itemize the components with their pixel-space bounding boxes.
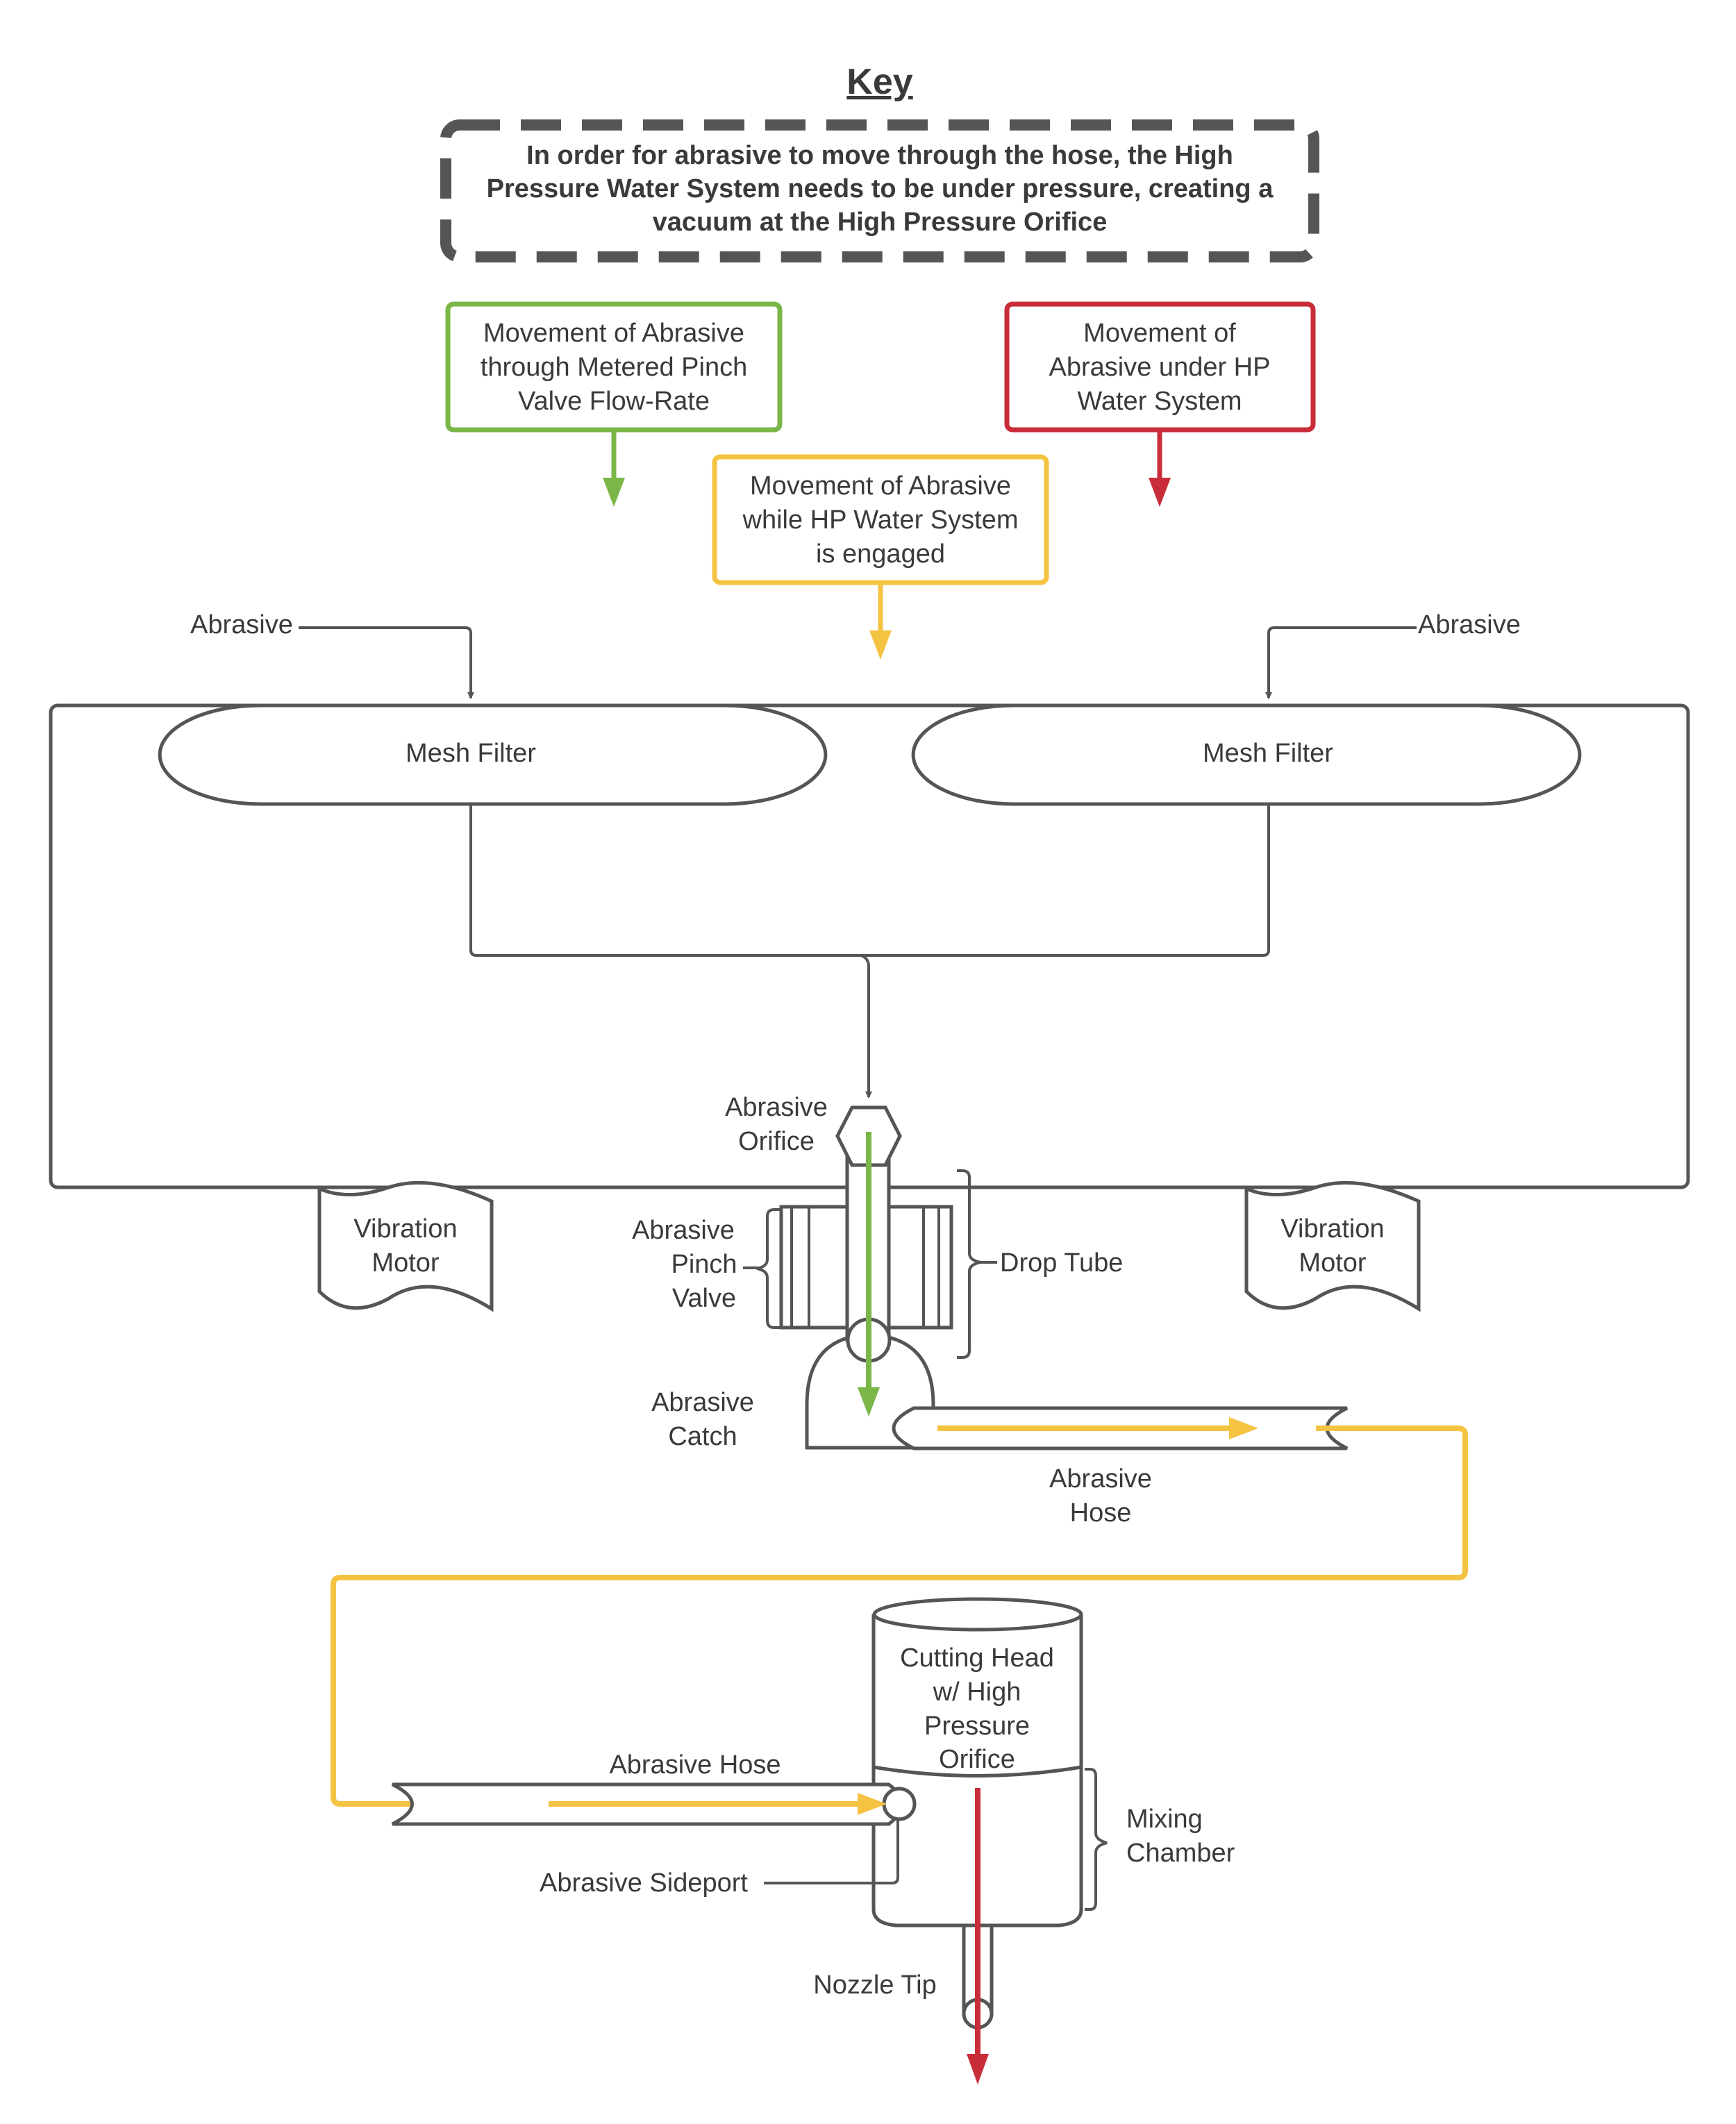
pinch-valve-line-1-label: Abrasive: [632, 1216, 735, 1245]
vibration-motor-left-line-2: Motor: [372, 1248, 439, 1278]
vibration-motor-right: [1244, 1180, 1421, 1312]
pinch-valve-line-3-label: Valve: [672, 1284, 736, 1313]
mixing-chamber-line-1: Mixing: [1126, 1805, 1203, 1834]
legend-green-line-1: Movement of Abrasive: [483, 319, 744, 348]
mesh-filter-right-label: Mesh Filter: [1203, 739, 1333, 768]
abrasive-sideport-label: Abrasive Sideport: [540, 1868, 748, 1898]
mesh-filter-left-label: Mesh Filter: [406, 739, 536, 768]
abrasive-hose-upper-line-2: Hose: [1070, 1498, 1132, 1528]
abrasive-label-left: Abrasive: [190, 610, 293, 639]
key-note-line-2: Pressure Water System needs to be under …: [487, 174, 1274, 203]
vibration-motor-left: [317, 1180, 494, 1312]
key-note-line-1: In order for abrasive to move through th…: [526, 141, 1233, 170]
vibration-motor-right-line-2: Motor: [1299, 1248, 1366, 1278]
legend-red-line-1: Movement of: [1083, 319, 1236, 348]
legend-red-box: [1004, 301, 1316, 433]
legend-red-line-2: Abrasive under HP: [1049, 353, 1271, 382]
abrasive-sideport-pointer: [764, 1821, 899, 1884]
legend-green-line-3: Valve Flow-Rate: [518, 387, 710, 416]
abrasive-sideport-fitting: [882, 1787, 917, 1821]
yellow-connection: [331, 1425, 1468, 1807]
nozzle-tip-label: Nozzle Tip: [813, 1971, 936, 2000]
drop-tube-bracket: [957, 1169, 981, 1359]
legend-green-box: [445, 301, 783, 433]
cutting-head-line-4: Orifice: [939, 1745, 1015, 1774]
cutting-head-line-2: w/ High: [933, 1678, 1021, 1707]
legend-yellow-line-2: while HP Water System: [742, 505, 1019, 535]
key-note-line-3: vacuum at the High Pressure Orifice: [653, 208, 1108, 237]
mesh-filter-left: [158, 703, 828, 806]
pinch-valve-bracket: [756, 1208, 781, 1329]
cutting-head-line-3: Pressure: [924, 1712, 1030, 1741]
vibration-motor-right-line-1: Vibration: [1280, 1214, 1384, 1244]
filter-down-line: [860, 954, 872, 1098]
abrasive-catch-line-2: Catch: [668, 1422, 737, 1451]
mesh-filter-right: [911, 703, 1582, 806]
pinch-valve-line-2-label: Pinch: [671, 1250, 737, 1279]
vibration-motor-left-line-1: Vibration: [353, 1214, 457, 1244]
key-title: Key: [846, 62, 912, 102]
legend-yellow-line-3: is engaged: [816, 540, 945, 569]
abrasive-label-right: Abrasive: [1418, 610, 1521, 639]
cutting-head-line-1: Cutting Head: [900, 1644, 1054, 1673]
key-note-box: [440, 119, 1319, 262]
abrasive-catch-line-1: Abrasive: [651, 1388, 754, 1417]
legend-green-line-2: through Metered Pinch: [481, 353, 747, 382]
mixing-chamber-line-2: Chamber: [1126, 1839, 1235, 1868]
legend-yellow-box: [712, 454, 1049, 585]
abrasive-feed-left: [299, 626, 474, 699]
filter-merge-line: [469, 805, 1270, 957]
drop-tube-label: Drop Tube: [1000, 1248, 1123, 1278]
mixing-chamber-bracket: [1085, 1768, 1108, 1911]
abrasive-hose-lower-label: Abrasive Hose: [609, 1750, 781, 1780]
abrasive-feed-right: [1265, 626, 1417, 699]
legend-yellow-line-1: Movement of Abrasive: [750, 471, 1011, 501]
cutting-head-top: [872, 1597, 1083, 1632]
abrasive-orifice-line-1: Abrasive: [725, 1093, 828, 1122]
legend-red-line-3: Water System: [1077, 387, 1242, 416]
abrasive-orifice-line-2: Orifice: [738, 1127, 815, 1156]
cutting-head-cylinder: [871, 1614, 1083, 1778]
abrasive-hose-upper-line-1: Abrasive: [1049, 1464, 1152, 1494]
